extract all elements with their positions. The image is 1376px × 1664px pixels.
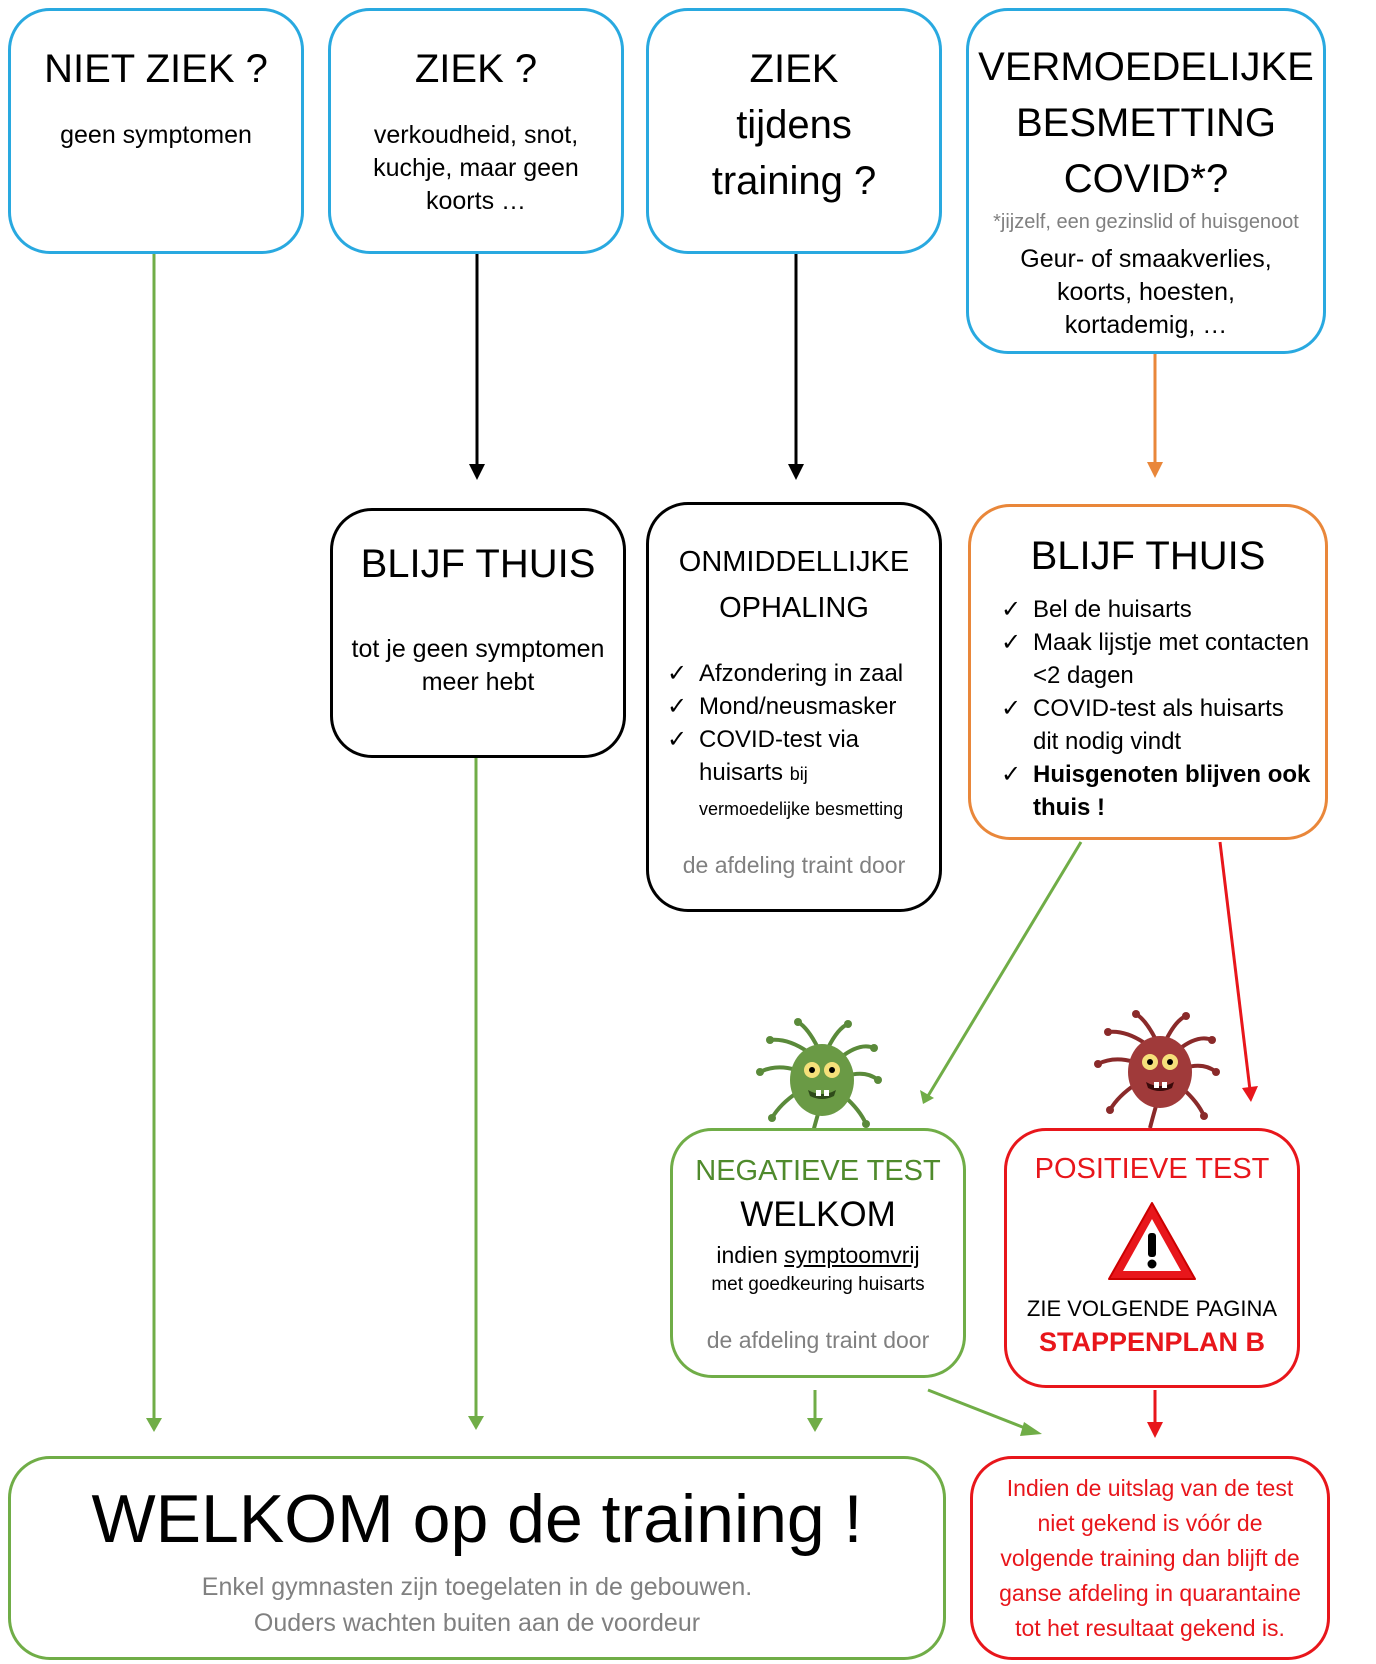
positieve-test-title: POSITIEVE TEST [1034, 1153, 1270, 1185]
covid-box: VERMOEDELIJKE BESMETTING COVID*? *jijzel… [966, 8, 1326, 354]
ophaling-title-2: OPHALING [719, 592, 869, 624]
covid-desc-1: Geur- of smaakverlies, [1020, 245, 1272, 273]
blijf-thuis-item: ✓COVID-test als huisarts dit nodig vindt [1001, 695, 1284, 755]
blijf-thuis-checklist: ✓Bel de huisarts ✓Maak lijstje met conta… [997, 593, 1311, 824]
quarantaine-line-1: Indien de uitslag van de test [1006, 1475, 1294, 1501]
positieve-test-plan: STAPPENPLAN B [1038, 1327, 1266, 1357]
blijf-thuis-item-bold: ✓Huisgenoten blijven ook thuis ! [1001, 761, 1311, 821]
quarantaine-box: Indien de uitslag van de test niet geken… [970, 1456, 1330, 1660]
covid-title-2: BESMETTING [1015, 101, 1277, 145]
negatieve-test-condition: indien symptoomvrij [716, 1242, 920, 1268]
green-virus-icon [756, 1018, 882, 1137]
negatieve-test-box: NEGATIEVE TEST WELKOM indien symptoomvri… [670, 1128, 966, 1378]
ophaling-item: ✓COVID-test via huisarts bij vermoedelij… [667, 726, 904, 819]
blijf-thuis-desc-1: tot je geen symptomen [351, 635, 605, 663]
niet-ziek-box: NIET ZIEK ? geen symptomen [8, 8, 304, 254]
ophaling-box: ONMIDDELLIJKE OPHALING ✓Afzondering in z… [646, 502, 942, 912]
ziek-title: ZIEK ? [414, 47, 538, 91]
blijf-thuis-covid-box: BLIJF THUIS ✓Bel de huisarts ✓Maak lijst… [968, 504, 1328, 840]
warning-triangle-icon [1108, 1202, 1196, 1280]
arrow-to-positieve-test [1218, 841, 1252, 1091]
ziek-training-box: ZIEK tijdens training ? [646, 8, 942, 254]
covid-desc-3: kortademig, … [1064, 311, 1228, 339]
covid-title-1: VERMOEDELIJKE [978, 45, 1314, 89]
quarantaine-line-4: ganse afdeling in quarantaine [999, 1580, 1301, 1606]
ophaling-checklist: ✓Afzondering in zaal ✓Mond/neusmasker ✓C… [663, 657, 939, 824]
ziek-training-title-3: training ? [711, 159, 877, 203]
negatieve-test-title: NEGATIEVE TEST [695, 1155, 941, 1187]
blijf-thuis-title: BLIJF THUIS [360, 542, 596, 586]
negatieve-test-welkom: WELKOM [740, 1195, 896, 1234]
niet-ziek-title: NIET ZIEK ? [44, 47, 268, 91]
blijf-thuis-box: BLIJF THUIS tot je geen symptomen meer h… [330, 508, 626, 758]
negatieve-test-footer: de afdeling traint door [706, 1327, 930, 1353]
ziek-training-title-2: tijdens [736, 103, 852, 147]
quarantaine-line-2: niet gekend is vóór de [1037, 1510, 1263, 1536]
negatieve-test-approval: met goedkeuring huisarts [711, 1274, 925, 1295]
welkom-title: WELKOM op de training ! [91, 1481, 863, 1557]
positieve-test-box: POSITIEVE TEST ZIE VOLGENDE PAGINA STAPP… [1004, 1128, 1300, 1388]
ziek-desc: verkoudheid, snot, kuchje, maar geen koo… [373, 121, 579, 215]
welkom-line-1: Enkel gymnasten zijn toegelaten in de ge… [201, 1573, 753, 1601]
arrow-negatief-to-quarantaine [927, 1388, 1031, 1432]
covid-title-3: COVID*? [1063, 157, 1229, 201]
welkom-line-2: Ouders wachten buiten aan de voordeur [253, 1609, 701, 1637]
ziek-box: ZIEK ? verkoudheid, snot, kuchje, maar g… [328, 8, 624, 254]
covid-desc-2: koorts, hoesten, [1057, 278, 1235, 306]
blijf-thuis-covid-title: BLIJF THUIS [1030, 534, 1266, 578]
arrow-to-negatieve-test [926, 841, 1083, 1097]
quarantaine-line-3: volgende training dan blijft de [1000, 1545, 1300, 1571]
ophaling-title-1: ONMIDDELLIJKE [678, 546, 910, 578]
positieve-test-next: ZIE VOLGENDE PAGINA [1026, 1296, 1278, 1321]
ziek-training-title-1: ZIEK [749, 47, 839, 91]
niet-ziek-desc: geen symptomen [60, 121, 252, 149]
welkom-box: WELKOM op de training ! Enkel gymnasten … [8, 1456, 946, 1660]
red-virus-icon [1094, 1010, 1220, 1129]
ophaling-item: ✓Mond/neusmasker [667, 693, 897, 720]
blijf-thuis-desc-2: meer hebt [421, 668, 535, 696]
ophaling-item: ✓Afzondering in zaal [667, 660, 904, 687]
ophaling-footer: de afdeling traint door [682, 852, 906, 878]
covid-footnote: *jijzelf, een gezinslid of huisgenoot [993, 211, 1299, 233]
blijf-thuis-item: ✓Maak lijstje met contacten <2 dagen [1001, 629, 1310, 689]
quarantaine-line-5: tot het resultaat gekend is. [1015, 1615, 1285, 1641]
blijf-thuis-item: ✓Bel de huisarts [1001, 596, 1192, 623]
